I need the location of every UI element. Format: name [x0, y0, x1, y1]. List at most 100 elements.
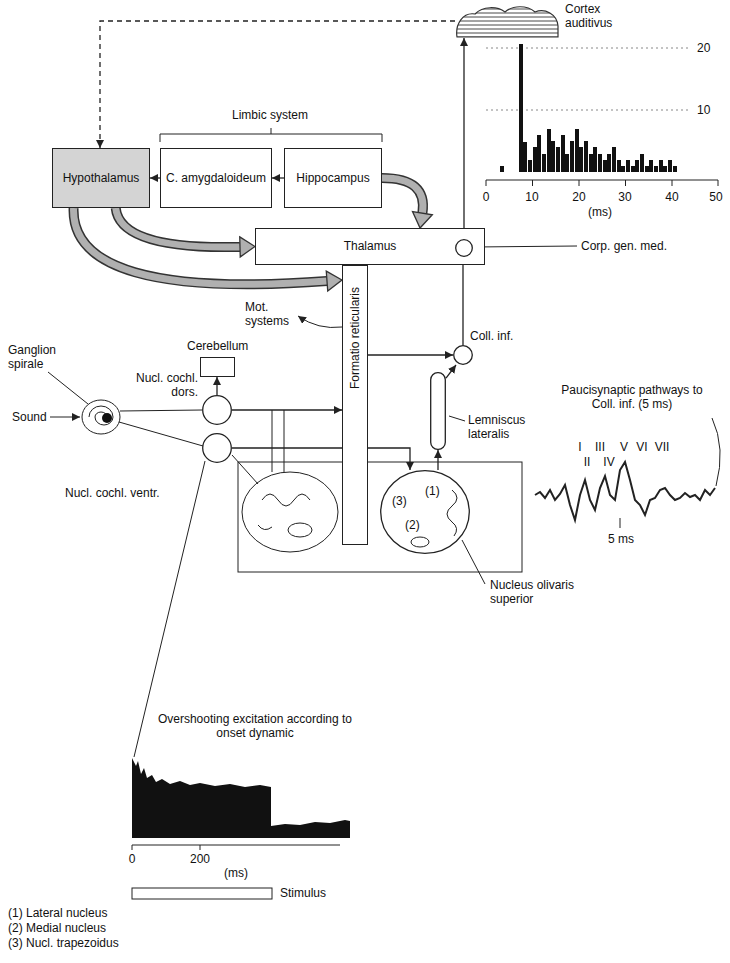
- nucleus-detail: [288, 523, 312, 537]
- cortex-region: Cortex auditivus: [455, 4, 560, 38]
- wave-number: V: [620, 440, 628, 454]
- axis-unit: (ms): [588, 205, 612, 219]
- tract-box: Lemniscus lateralis: [430, 372, 446, 450]
- nucleus-label: Coll. inf.: [470, 329, 513, 343]
- nucleus-label: Corp. gen. med.: [581, 239, 667, 253]
- process-box: Hippocampus: [284, 148, 382, 208]
- circle-outline: [455, 239, 473, 257]
- pathway-arrow: [232, 448, 410, 470]
- axis-value: 0: [129, 852, 136, 866]
- cortex-shape: [457, 7, 558, 37]
- circle-shape: [454, 346, 473, 365]
- axis-value: 10: [697, 103, 710, 117]
- wave-number: II: [584, 455, 591, 469]
- leader-line: [474, 246, 577, 247]
- circle-outline: [202, 433, 232, 463]
- region-label: Cortex auditivus: [565, 2, 629, 31]
- nucleus-oval: Nucleus olivaris superior: [380, 470, 470, 554]
- key-note: (3) Nucl. trapezoidus: [8, 936, 119, 950]
- leader-line: [48, 372, 88, 404]
- nucleus-label: Nucl. cochl. dors.: [126, 371, 198, 400]
- arrow-outline: [382, 178, 423, 213]
- structure-box: Cerebellum: [200, 357, 235, 377]
- cochlea-spiral: [89, 406, 113, 425]
- arrow-outline: [116, 208, 240, 247]
- cortex-outline: [455, 4, 560, 38]
- brainstem-outline: [238, 462, 522, 572]
- box-label: Hypothalamus: [63, 171, 140, 185]
- key-note: (2) Medial nucleus: [8, 921, 106, 935]
- callout-curve: [712, 418, 720, 486]
- box-label: C. amygdaloideum: [166, 171, 266, 185]
- box-label: Hippocampus: [296, 171, 369, 185]
- pathway-arrow: [272, 177, 284, 178]
- process-box: Thalamus Corp. gen. med.: [255, 228, 485, 265]
- pathway-arrow: [216, 377, 217, 395]
- axis-value: 30: [618, 190, 631, 204]
- pathway-line: [232, 410, 284, 484]
- process-box: C. amygdaloideum: [160, 148, 272, 208]
- leader-line: [462, 540, 485, 584]
- sound-arrow: [50, 417, 80, 418]
- pill-outline: [430, 372, 446, 450]
- box-label: Cerebellum: [187, 339, 248, 353]
- pill-shape: [431, 373, 446, 450]
- axis-unit: (ms): [224, 866, 248, 880]
- nucleus-circle: Nucl. cochl. dors.: [202, 395, 232, 425]
- histogram-bars: [500, 44, 677, 172]
- output-arrow: [298, 316, 342, 328]
- pathway-arrow: [232, 409, 342, 410]
- nucleus-detail: [258, 494, 310, 530]
- wave-number: I: [578, 440, 581, 454]
- axis-value: 50: [709, 190, 722, 204]
- axis-value: 20: [572, 190, 585, 204]
- grid-line: [486, 48, 690, 110]
- circle-outline: [453, 345, 473, 365]
- key-note: (1) Lateral nucleus: [8, 906, 107, 920]
- callout-number: (2): [405, 518, 420, 532]
- callout-number: (3): [392, 494, 407, 508]
- group-label: Limbic system: [232, 108, 308, 122]
- time-axis: [486, 180, 718, 186]
- wave-number: VI: [636, 440, 647, 454]
- box-label: Thalamus: [344, 239, 397, 253]
- circle-shape: [203, 434, 232, 463]
- nucleus-circle: Corp. gen. med.: [455, 239, 473, 257]
- input-label: Sound: [12, 410, 47, 424]
- stimulus-bar: [132, 888, 272, 899]
- structure-label: Ganglion spirale: [8, 343, 68, 372]
- nucleus-label: Nucl. cochl. ventr.: [65, 486, 160, 500]
- evoked-waveform: [535, 462, 715, 520]
- nucleus-oval: [242, 472, 338, 552]
- circle-shape: [456, 240, 473, 257]
- ellipse-shape: [381, 471, 470, 554]
- axis-value: 10: [525, 190, 538, 204]
- nucleus-detail: [447, 490, 457, 536]
- nucleus-circle: Coll. inf.: [453, 345, 473, 365]
- process-box: Hypothalamus: [52, 148, 150, 208]
- stimulus-label: Stimulus: [280, 886, 326, 900]
- scale-label: 5 ms: [608, 532, 634, 546]
- nerve-line: [119, 410, 203, 446]
- tract-label: Lemniscus lateralis: [468, 413, 538, 442]
- projection-arrow: [382, 178, 423, 213]
- axis-value: 0: [483, 190, 490, 204]
- circle-shape: [203, 396, 232, 425]
- nucleus-detail: [411, 537, 429, 547]
- circle-outline: [202, 395, 232, 425]
- nucleus-label: Nucleus olivaris superior: [490, 578, 590, 607]
- leader-line: [449, 416, 465, 421]
- pathway-arrow: [446, 365, 456, 378]
- axis-value: 40: [665, 190, 678, 204]
- output-label: Mot. systems: [245, 300, 295, 329]
- pathway-arrow: [150, 177, 160, 178]
- scale-tick: [620, 518, 621, 528]
- wave-number: IV: [603, 455, 614, 469]
- pathway-arrow: [100, 21, 455, 148]
- projection-arrow: [116, 208, 240, 247]
- plot-title: Paucisynaptic pathways to Coll. inf. (5 …: [550, 383, 715, 412]
- axis-value: 200: [190, 852, 210, 866]
- axis-value: 20: [697, 41, 710, 55]
- wave-number: III: [595, 440, 605, 454]
